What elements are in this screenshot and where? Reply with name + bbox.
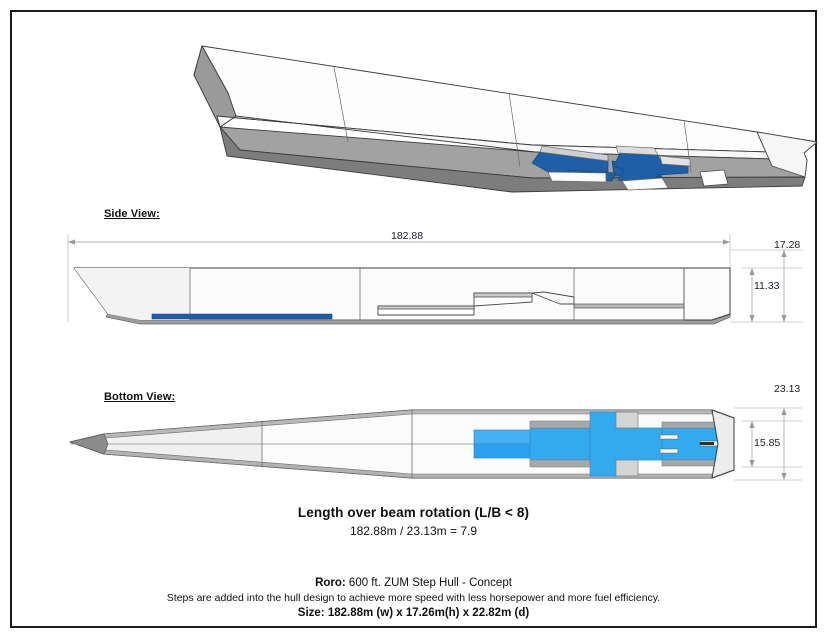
caption-block: Roro: 600 ft. ZUM Step Hull - Concept St… <box>12 577 815 619</box>
caption-size: Size: 182.88m (w) x 17.26m(h) x 22.82m (… <box>12 607 815 619</box>
bottom-fin-2 <box>659 448 679 454</box>
side-height-dimensions <box>730 249 802 323</box>
side-panel-fore <box>74 268 190 320</box>
iso-step-riser-3 <box>659 155 691 167</box>
caption-description: Steps are added into the hull design to … <box>166 592 661 604</box>
bottom-step-riser-6 <box>661 459 721 467</box>
caption-title: Roro: 600 ft. ZUM Step Hull - Concept <box>12 577 815 589</box>
iso-transom-skeg <box>699 169 729 187</box>
side-step-riser-1 <box>377 305 475 310</box>
bottom-step-blue-1b <box>473 443 531 459</box>
bottom-step-riser-4 <box>529 459 591 468</box>
iso-hull-bottom-sliver <box>219 126 806 193</box>
bottom-hull-view <box>69 407 802 481</box>
caption-size-value: 182.88m (w) x 17.26m(h) x 22.82m (d) <box>324 607 530 619</box>
caption-name-label: Roro: <box>315 577 346 589</box>
bottom-step-riser-3 <box>529 420 591 429</box>
bottom-view-label: Bottom View: <box>104 391 176 403</box>
iso-panel-line-1 <box>333 66 349 143</box>
side-step-blue-strip <box>151 313 333 320</box>
ratio-note-block: Length over beam rotation (L/B < 8) 182.… <box>12 505 815 538</box>
bottom-total-beam-dim-text: 23.13 <box>774 383 801 395</box>
caption-size-label: Size: <box>297 607 325 619</box>
bottom-step-riser-5 <box>661 421 721 429</box>
bottom-shaft <box>700 442 714 445</box>
iso-step-flat-white-2 <box>621 177 669 191</box>
bottom-inner-beam-dim-text: 15.85 <box>754 437 781 449</box>
iso-panel-line-2 <box>508 92 521 168</box>
iso-step-flat-white <box>547 171 607 183</box>
bottom-fin-1 <box>659 434 679 440</box>
side-length-dim-text: 182.88 <box>391 230 424 242</box>
side-hull-view <box>67 234 802 325</box>
side-keel-band <box>105 313 731 325</box>
iso-transom-edge <box>756 131 773 167</box>
bottom-step-riser-1 <box>615 411 639 429</box>
ratio-note-line-2: 182.88m / 23.13m = 7.9 <box>349 524 478 538</box>
drawing-frame: Side View: <box>10 10 818 628</box>
bottom-step-blue-2 <box>529 427 591 461</box>
bottom-step-riser-2 <box>615 459 639 477</box>
caption-name-value: 600 ft. ZUM Step Hull - Concept <box>345 577 512 589</box>
iso-step-riser-1 <box>539 145 609 162</box>
iso-step-blue-cross <box>613 152 689 187</box>
side-view-label: Side View: <box>104 208 160 220</box>
side-step-riser-2 <box>473 292 533 298</box>
bottom-step-blue-1a <box>473 429 531 445</box>
ratio-note-line-1: Length over beam rotation (L/B < 8) <box>297 505 530 520</box>
side-total-height-dim-text: 17.28 <box>774 239 801 251</box>
side-hull-height-dim-text: 11.33 <box>754 280 780 292</box>
isometric-hull-view <box>193 45 818 193</box>
side-transom <box>683 267 731 321</box>
bottom-transom <box>711 409 735 479</box>
side-step-3 <box>531 291 575 305</box>
bottom-beam-dimensions <box>734 407 802 481</box>
iso-step-riser-2 <box>615 145 659 156</box>
